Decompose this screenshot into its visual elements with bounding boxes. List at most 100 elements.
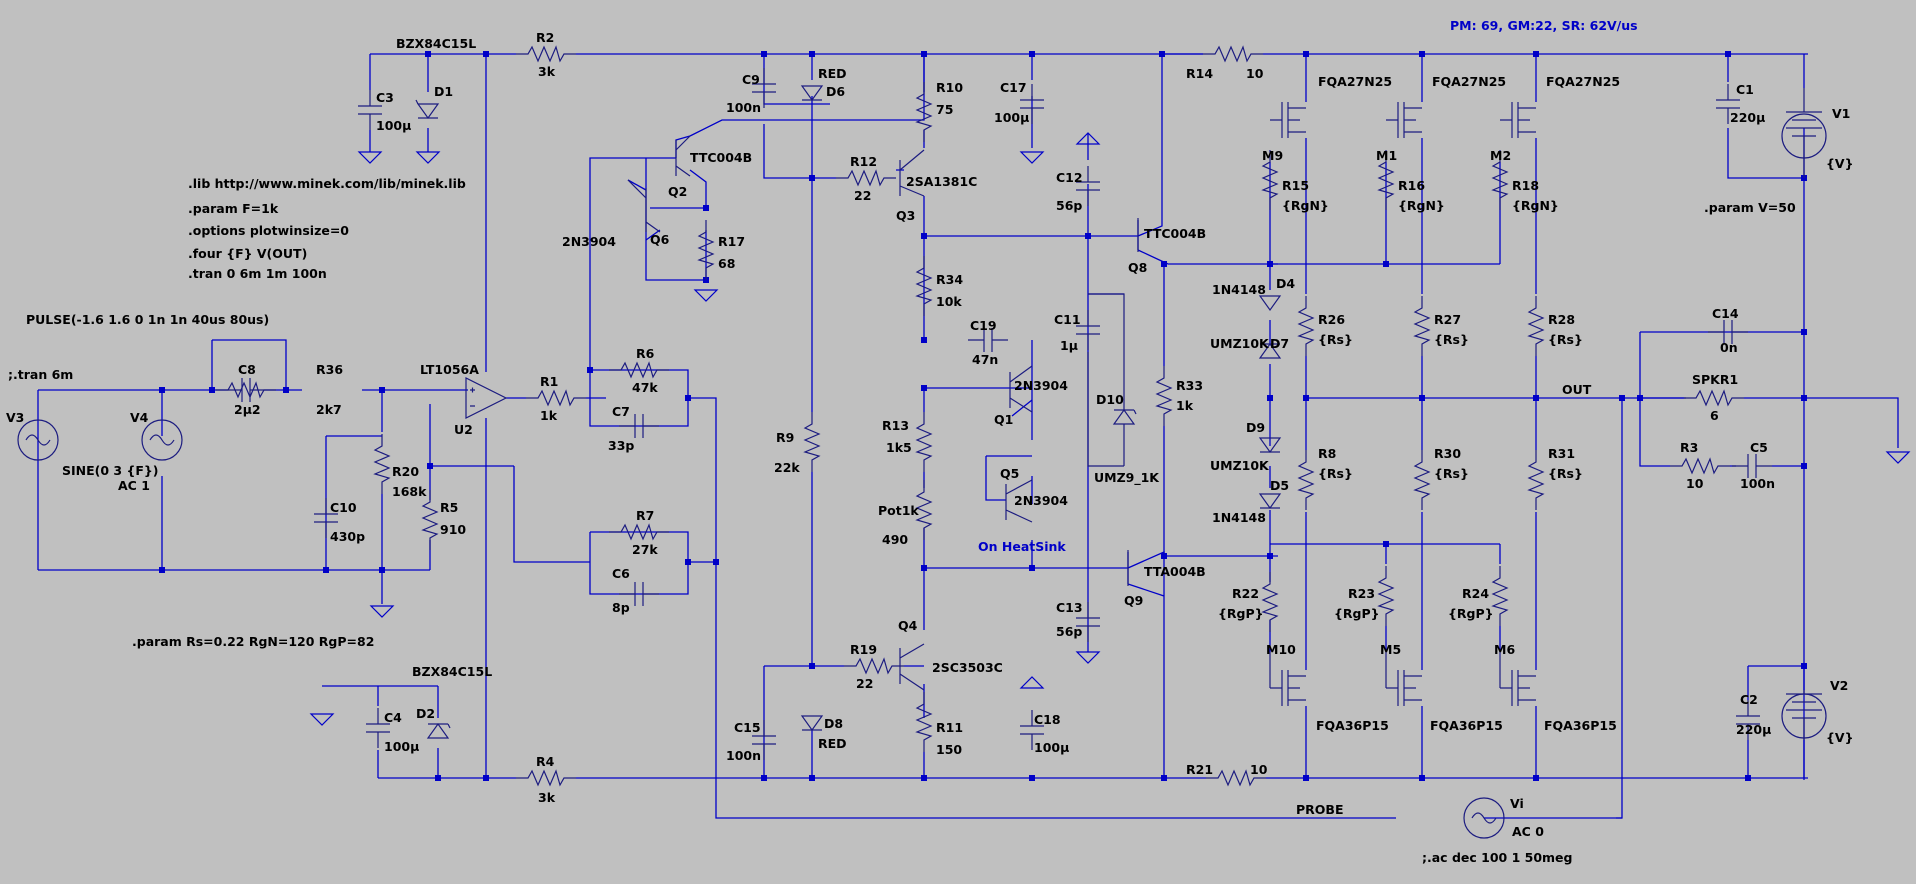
r16-label: R16 (1398, 178, 1425, 193)
d4-diode[interactable] (1258, 295, 1282, 312)
junctions (159, 51, 1807, 781)
ground-icon (310, 713, 334, 726)
pot-label: Pot1k (878, 503, 919, 518)
pot1k-resistor[interactable] (916, 479, 932, 541)
r20-resistor[interactable] (374, 433, 390, 495)
r28-resistor[interactable] (1528, 295, 1544, 357)
r1-resistor[interactable] (525, 390, 587, 406)
r19-value: 22 (856, 676, 873, 691)
r4-resistor[interactable] (515, 770, 577, 786)
directive-param-v: .param V=50 (1704, 200, 1796, 215)
directive-options: .options plotwinsize=0 (188, 223, 349, 238)
r8-label: R8 (1318, 446, 1336, 461)
net-probe-label: PROBE (1296, 802, 1343, 817)
v4-source[interactable] (141, 419, 183, 461)
c5-capacitor[interactable] (1731, 453, 1773, 479)
d10-label: D10 (1096, 392, 1124, 407)
r9-label: R9 (776, 430, 794, 445)
m5-mosfet[interactable] (1385, 652, 1422, 706)
q6-label: Q6 (650, 232, 670, 247)
r21-value: 10 (1250, 762, 1268, 777)
ground-symbols (310, 132, 1910, 726)
r13-value: 1k5 (886, 440, 912, 455)
q2-transistor[interactable] (675, 135, 691, 177)
q1-part: 2N3904 (1014, 378, 1068, 393)
v2-label: V2 (1830, 678, 1848, 693)
d8-led[interactable] (800, 715, 824, 732)
c19-label: C19 (970, 318, 997, 333)
c9-value: 100n (726, 100, 761, 115)
vi-source[interactable] (1463, 797, 1505, 839)
r12-resistor[interactable] (835, 170, 897, 186)
r14-resistor[interactable] (1202, 46, 1264, 62)
c3-value: 100µ (376, 118, 411, 133)
m1-mosfet[interactable] (1386, 102, 1422, 138)
q4-transistor[interactable] (899, 643, 925, 691)
r13-label: R13 (882, 418, 909, 433)
d10-zener[interactable] (1087, 293, 1137, 467)
r30-resistor[interactable] (1414, 449, 1430, 511)
q3-label: Q3 (896, 208, 915, 223)
d2-zener[interactable] (426, 722, 451, 739)
m2-mosfet[interactable] (1500, 102, 1536, 138)
r22-value: {RgP} (1218, 606, 1264, 621)
m6-mosfet[interactable] (1499, 652, 1536, 706)
v2-battery[interactable] (1781, 690, 1827, 740)
d6-label: D6 (826, 84, 845, 99)
d1-part: BZX84C15L (396, 36, 476, 51)
c6-value: 8p (612, 600, 630, 615)
r22-resistor[interactable] (1262, 571, 1278, 633)
r31-resistor[interactable] (1528, 449, 1544, 511)
r30-label: R30 (1434, 446, 1461, 461)
spkr-value: 6 (1710, 408, 1719, 423)
c8-label: C8 (238, 362, 256, 377)
v4-sine: SINE(0 3 {F}) (62, 463, 159, 478)
v1-battery[interactable] (1781, 88, 1827, 178)
q5-label: Q5 (1000, 466, 1019, 481)
r3-resistor[interactable] (1669, 458, 1731, 474)
r33-resistor[interactable] (1156, 365, 1172, 427)
spkr1-speaker[interactable] (1683, 390, 1745, 406)
r11-resistor[interactable] (916, 691, 932, 753)
r5-resistor[interactable] (422, 489, 438, 551)
c8-capacitor[interactable] (225, 377, 267, 403)
r2-resistor[interactable] (515, 46, 577, 62)
ground-icon (1020, 676, 1044, 689)
pulse-spec: PULSE(-1.6 1.6 0 1n 1n 40us 80us) (26, 312, 269, 327)
d7-zener[interactable] (1258, 342, 1282, 359)
d6-led[interactable] (800, 85, 824, 102)
pot-value: 490 (882, 532, 908, 547)
r36-resistor[interactable] (215, 382, 277, 398)
r17-label: R17 (718, 234, 745, 249)
r13-resistor[interactable] (916, 411, 932, 473)
m10-label: M10 (1266, 642, 1296, 657)
c12-value: 56p (1056, 198, 1082, 213)
r9-resistor[interactable] (804, 411, 820, 473)
m9-mosfet[interactable] (1270, 102, 1306, 138)
q6-part: 2N3904 (562, 234, 616, 249)
c12-label: C12 (1056, 170, 1083, 185)
d1-zener[interactable] (415, 99, 440, 120)
u2-part: LT1056A (420, 362, 479, 377)
d5-diode[interactable] (1258, 493, 1282, 510)
r6-value: 47k (632, 380, 658, 395)
q1-transistor[interactable] (1009, 365, 1033, 413)
q5-transistor[interactable] (1005, 479, 1033, 523)
d9-zener[interactable] (1258, 437, 1282, 454)
q6-transistor[interactable] (627, 179, 661, 233)
m10-mosfet[interactable] (1269, 652, 1306, 706)
r27-resistor[interactable] (1414, 295, 1430, 357)
c11-value: 1µ (1060, 338, 1078, 353)
r26-resistor[interactable] (1298, 295, 1314, 357)
v4-ac: AC 1 (118, 478, 150, 493)
m2-label: M2 (1490, 148, 1511, 163)
r19-resistor[interactable] (843, 658, 905, 674)
r24-resistor[interactable] (1492, 565, 1508, 627)
u2-opamp[interactable] (465, 377, 508, 419)
q3-transistor[interactable] (899, 149, 925, 197)
r23-resistor[interactable] (1378, 565, 1394, 627)
v3-source[interactable] (17, 419, 59, 461)
r4-label: R4 (536, 754, 555, 769)
r4-value: 3k (538, 790, 556, 805)
r8-resistor[interactable] (1298, 449, 1314, 511)
